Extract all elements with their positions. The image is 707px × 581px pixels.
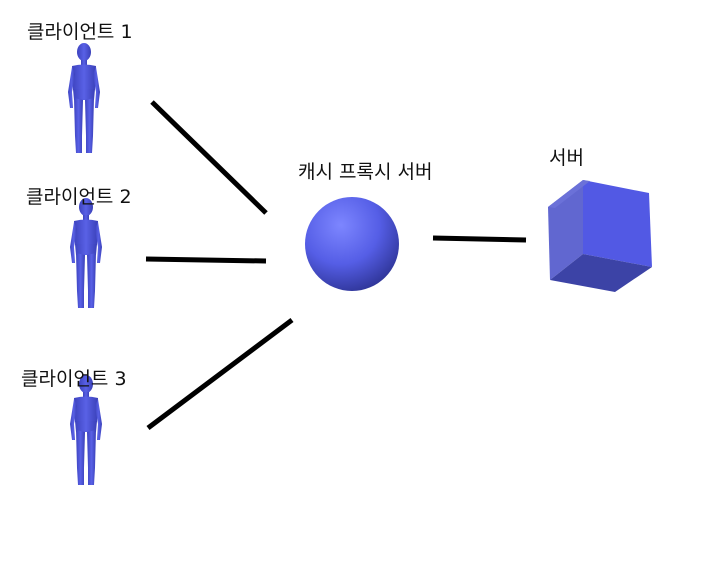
proxy-server-label: 캐시 프록시 서버 [298, 161, 433, 183]
sphere-icon [305, 197, 399, 291]
person-figure-icon [70, 375, 102, 485]
connection-line-client-2 [145, 256, 267, 264]
connection-line-server [432, 235, 527, 243]
cube-icon [548, 180, 652, 292]
person-figure-icon [70, 198, 102, 308]
client-2-label: 클라이언트 2 [26, 186, 132, 208]
connection-line-client-1 [150, 100, 268, 215]
server-label: 서버 [549, 147, 584, 169]
person-figure-icon [68, 43, 100, 153]
connection-line-client-3 [146, 318, 294, 430]
client-3-label: 클라이언트 3 [21, 368, 127, 390]
client-1-label: 클라이언트 1 [27, 21, 133, 43]
